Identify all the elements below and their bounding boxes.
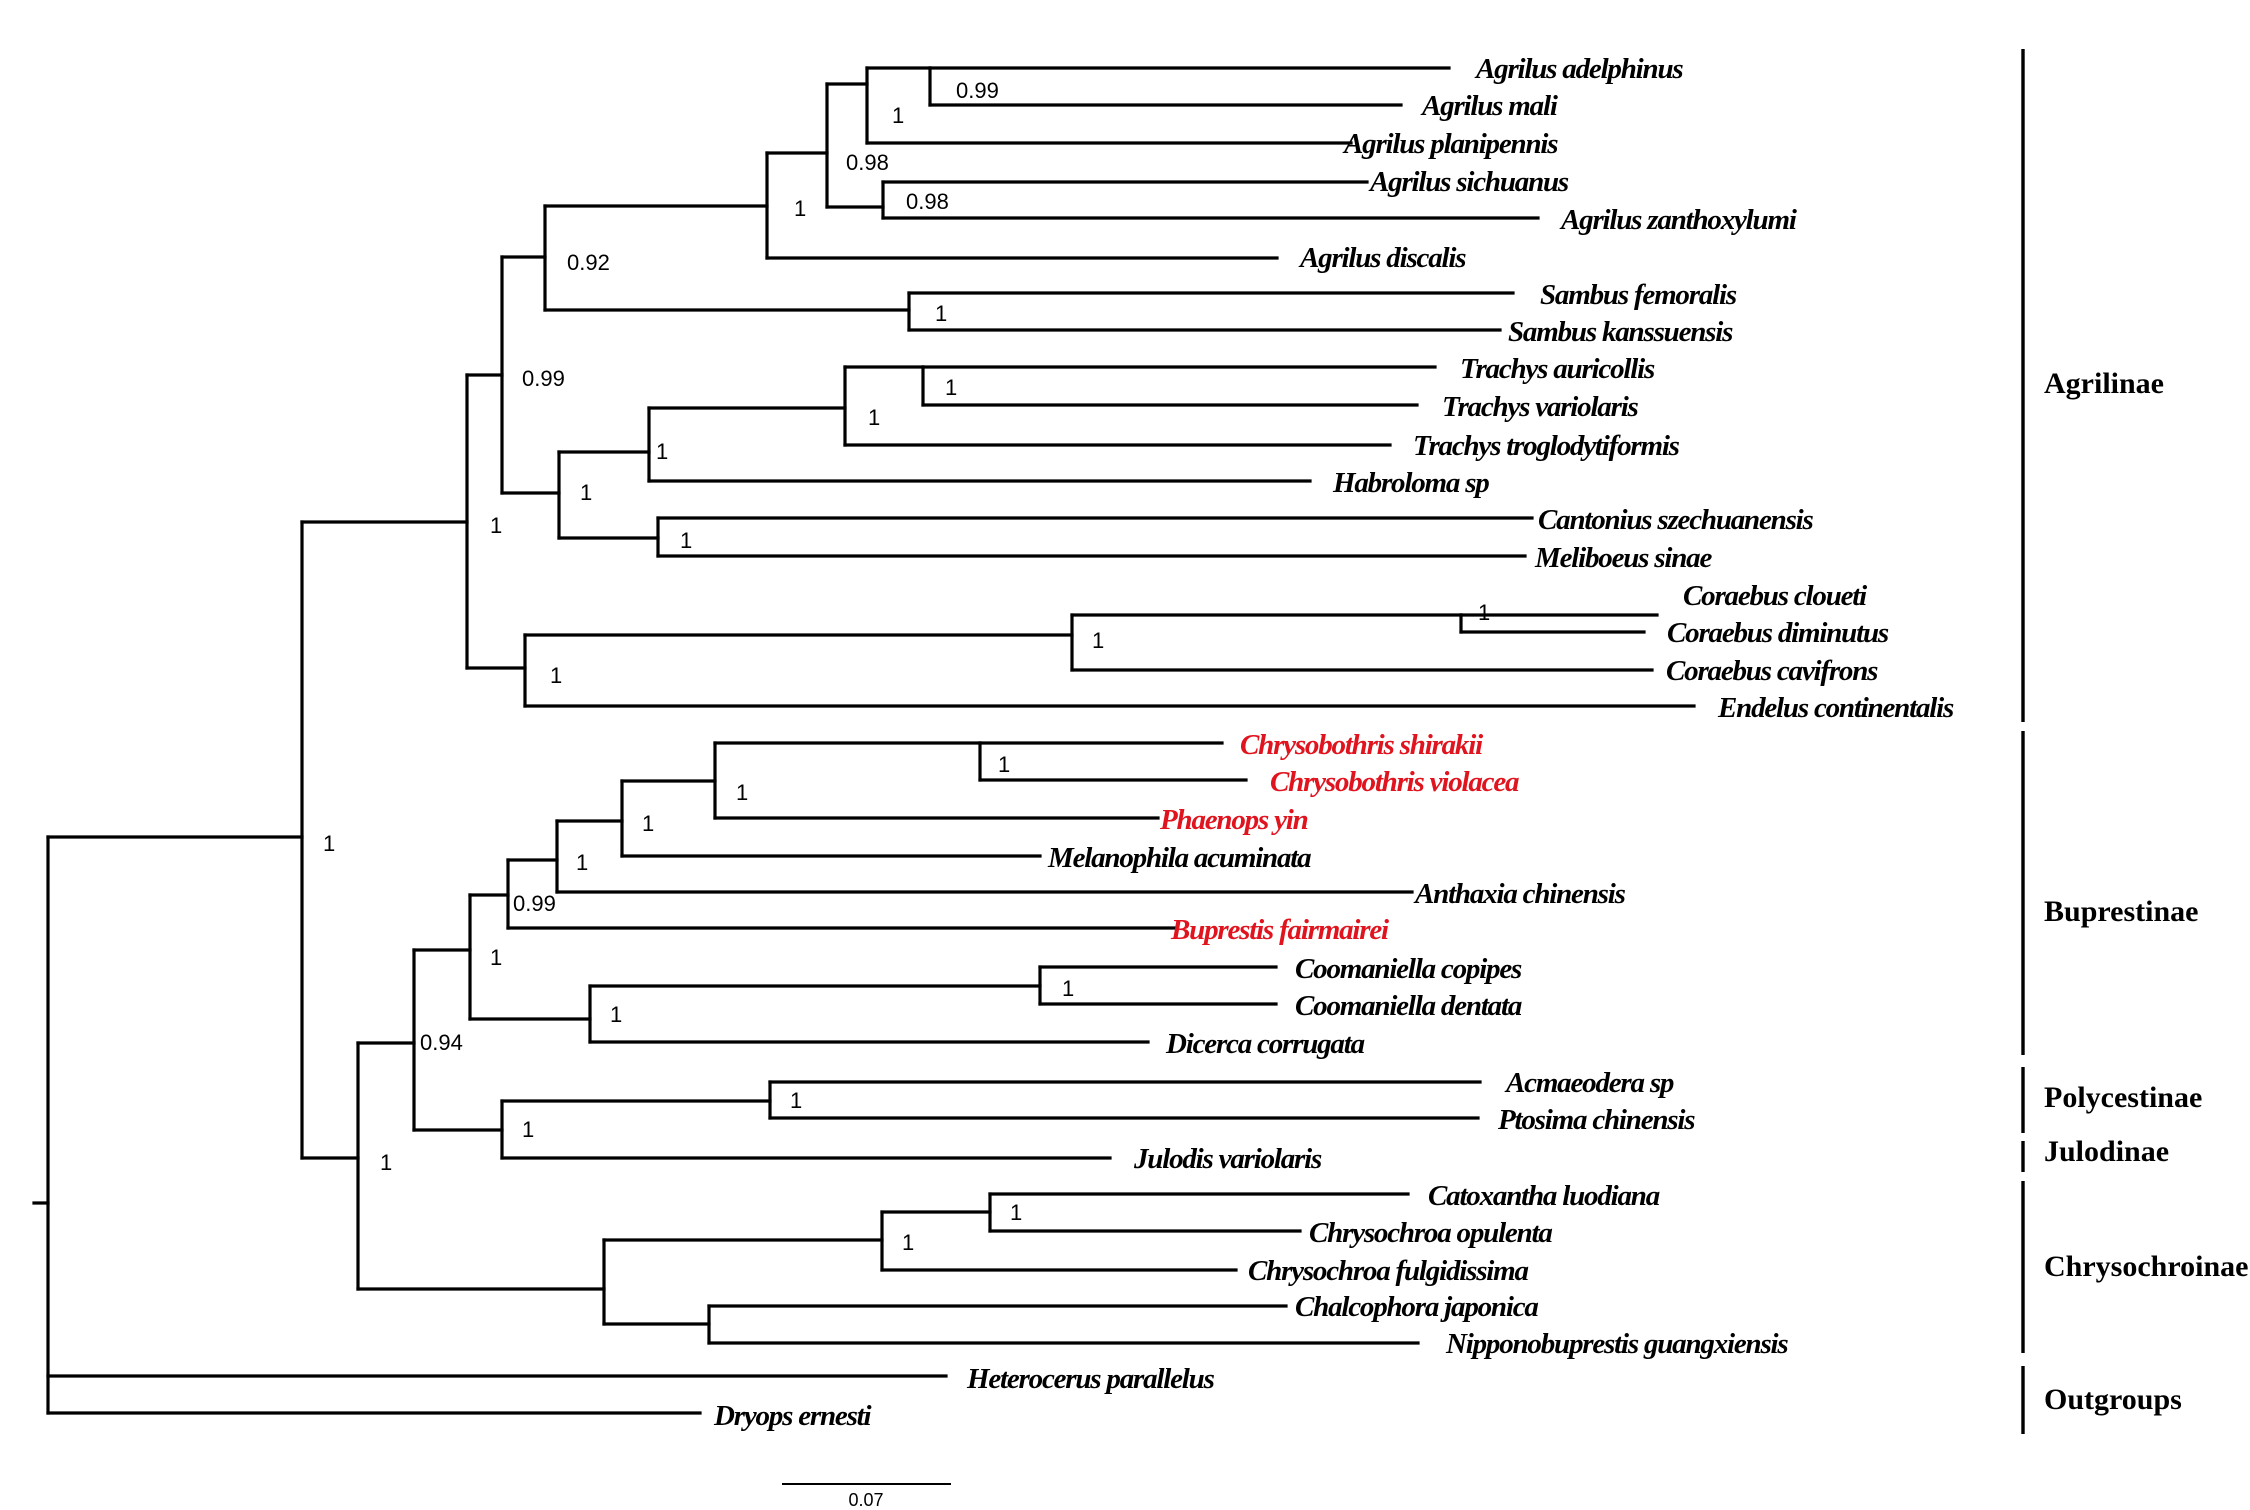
support-value: 0.98: [846, 150, 889, 175]
taxon-label: Dryops ernesti: [713, 1400, 872, 1432]
taxon-label: Buprestis fairmairei: [1170, 914, 1389, 946]
taxon-label: Acmaeodera sp: [1504, 1067, 1674, 1099]
support-value: 0.94: [420, 1030, 463, 1055]
taxon-label: Agrilus zanthoxylumi: [1559, 204, 1797, 236]
taxon-label: Cantonius szechuanensis: [1538, 504, 1814, 536]
taxon-label: Coraebus cavifrons: [1666, 655, 1878, 687]
taxon-label: Chrysochroa opulenta: [1309, 1217, 1552, 1249]
taxon-label: Ptosima chinensis: [1497, 1104, 1695, 1136]
support-value: 1: [1010, 1200, 1022, 1225]
support-value: 1: [490, 945, 502, 970]
support-value: 0.98: [906, 189, 949, 214]
support-value: 1: [998, 752, 1010, 777]
clade-label: Outgroups: [2044, 1383, 2182, 1416]
taxon-label: Trachys troglodytiformis: [1413, 430, 1680, 462]
support-value: 1: [680, 528, 692, 553]
taxon-label: Chrysochroa fulgidissima: [1248, 1255, 1528, 1287]
clade-label: Julodinae: [2044, 1135, 2169, 1168]
support-value: 1: [1062, 976, 1074, 1001]
support-value: 0.92: [567, 250, 610, 275]
support-value: 1: [1478, 600, 1490, 625]
clade-label: Polycestinae: [2044, 1081, 2202, 1114]
support-value: 0.99: [513, 891, 556, 916]
support-value: 0.99: [522, 366, 565, 391]
support-value: 1: [868, 405, 880, 430]
support-value: 1: [892, 103, 904, 128]
taxon-label: Melanophila acuminata: [1047, 842, 1311, 874]
support-value: 0.99: [956, 78, 999, 103]
tree-branches: [32, 66, 1696, 1415]
support-value: 1: [656, 439, 668, 464]
taxon-label: Trachys variolaris: [1442, 391, 1639, 423]
support-value: 1: [902, 1230, 914, 1255]
support-value: 1: [790, 1088, 802, 1113]
taxon-label: Trachys auricollis: [1460, 353, 1655, 385]
support-value: 1: [945, 375, 957, 400]
clade-annotations: Agrilinae Buprestinae Polycestinae Julod…: [2021, 49, 2248, 1434]
taxon-label: Nipponobuprestis guangxiensis: [1445, 1328, 1788, 1360]
taxon-label: Chrysobothris shirakii: [1240, 729, 1483, 761]
taxon-label: Chalcophora japonica: [1295, 1291, 1538, 1323]
taxon-label: Anthaxia chinensis: [1413, 878, 1626, 910]
taxon-label: Agrilus planipennis: [1342, 128, 1558, 160]
support-value: 1: [323, 831, 335, 856]
taxon-label: Catoxantha luodiana: [1428, 1180, 1660, 1212]
scale-bar: 0.07: [782, 1483, 951, 1510]
taxon-label: Agrilus sichuanus: [1368, 166, 1569, 198]
support-value: 1: [380, 1150, 392, 1175]
support-value: 1: [935, 301, 947, 326]
support-value: 1: [736, 780, 748, 805]
taxon-label: Coraebus cloueti: [1683, 580, 1867, 612]
taxon-label: Endelus continentalis: [1717, 692, 1954, 724]
clade-label: Chrysochroinae: [2044, 1250, 2248, 1283]
taxon-label: Coraebus diminutus: [1667, 617, 1889, 649]
taxon-label: Heterocerus parallelus: [966, 1363, 1215, 1395]
taxon-label: Chrysobothris violacea: [1270, 766, 1519, 798]
taxon-label: Coomaniella dentata: [1295, 990, 1522, 1022]
support-value: 1: [610, 1002, 622, 1027]
support-value: 1: [490, 513, 502, 538]
taxon-label: Sambus kanssuensis: [1508, 316, 1733, 348]
clade-label: Agrilinae: [2044, 367, 2164, 400]
scale-bar-label: 0.07: [848, 1490, 883, 1510]
taxon-label: Meliboeus sinae: [1534, 542, 1712, 574]
support-values: 0.99 1 0.98 0.98 1 0.92 1 0.99 1 1 1 1 1…: [323, 78, 1490, 1255]
support-value: 1: [794, 196, 806, 221]
taxon-label: Agrilus discalis: [1298, 242, 1466, 274]
taxon-label: Agrilus adelphinus: [1474, 53, 1683, 85]
taxon-labels: Agrilus adelphinus Agrilus mali Agrilus …: [713, 53, 1955, 1432]
support-value: 1: [642, 811, 654, 836]
support-value: 1: [580, 480, 592, 505]
clade-label: Buprestinae: [2044, 895, 2198, 928]
taxon-label: Habroloma sp: [1332, 467, 1489, 499]
taxon-label: Agrilus mali: [1420, 90, 1558, 122]
taxon-label: Coomaniella copipes: [1295, 953, 1522, 985]
taxon-label: Sambus femoralis: [1540, 279, 1737, 311]
support-value: 1: [522, 1117, 534, 1142]
support-value: 1: [576, 850, 588, 875]
support-value: 1: [1092, 628, 1104, 653]
support-value: 1: [550, 663, 562, 688]
taxon-label: Phaenops yin: [1159, 804, 1308, 836]
taxon-label: Julodis variolaris: [1133, 1143, 1322, 1175]
taxon-label: Dicerca corrugata: [1165, 1028, 1365, 1060]
